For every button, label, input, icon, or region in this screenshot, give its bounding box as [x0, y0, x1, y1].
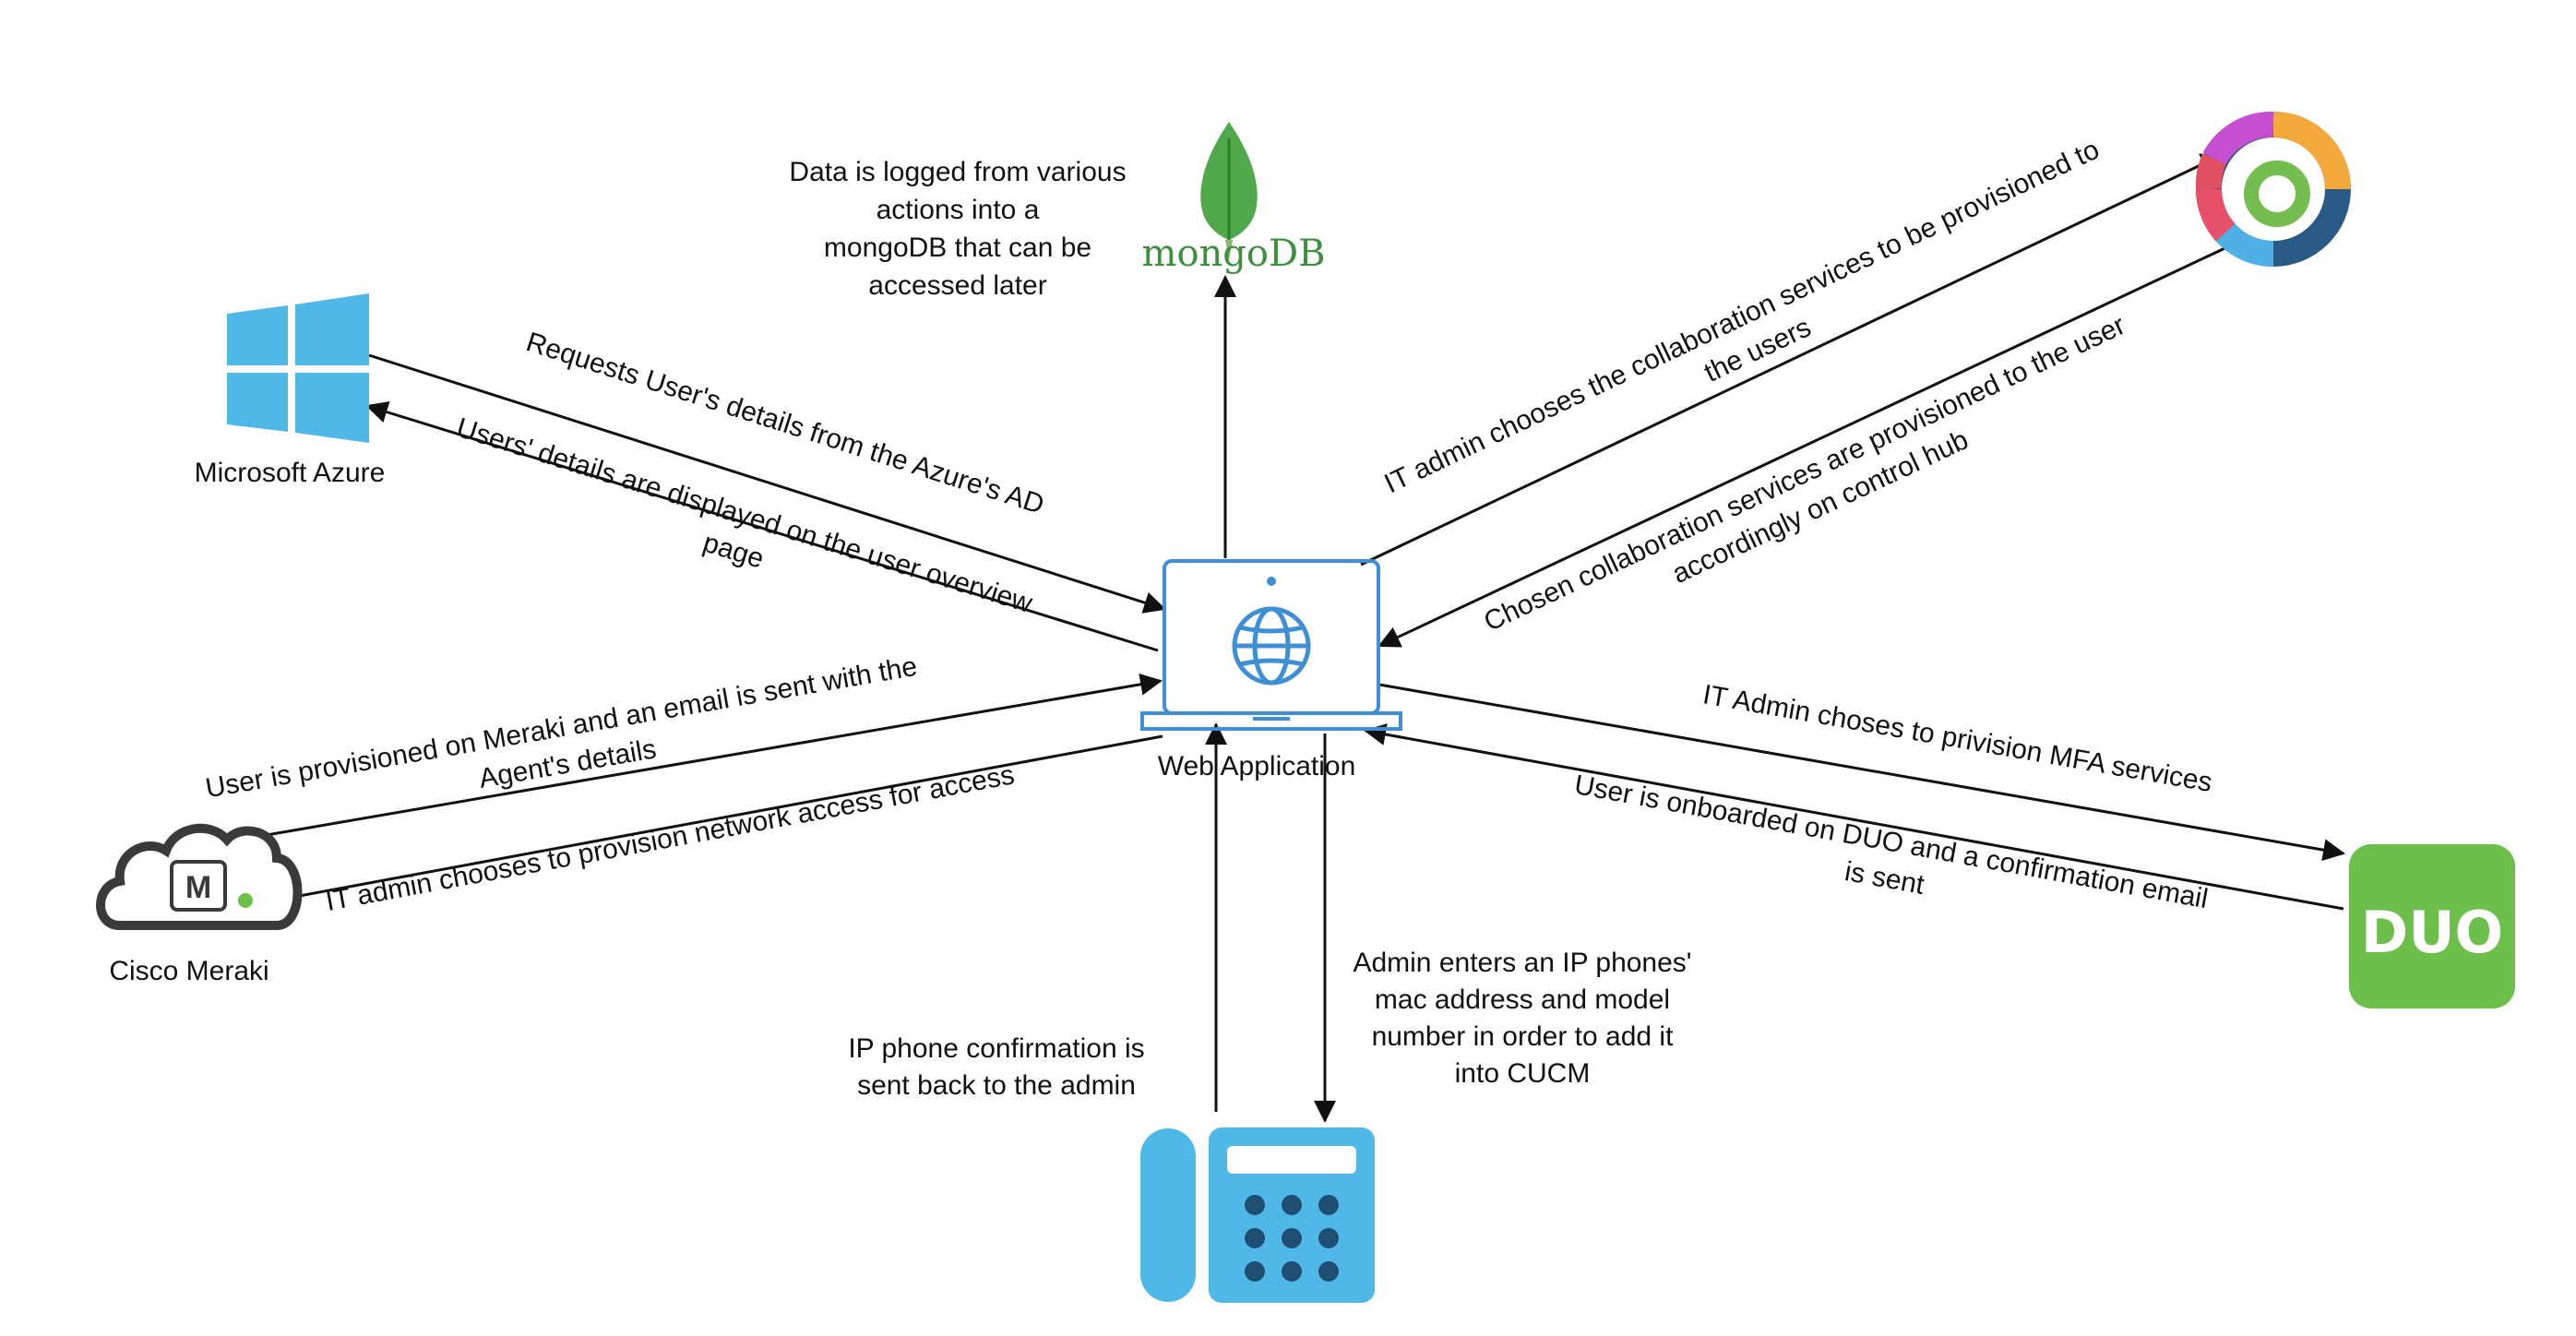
edge-label-webapp-to-phone: Admin enters an IP phones' mac address a…: [1353, 948, 1691, 1089]
edge-label-azure-to-webapp: Users' details are displayed on the user…: [453, 412, 1036, 619]
azure-label: Microsoft Azure: [195, 458, 386, 488]
windows-logo-icon: [227, 293, 369, 443]
edge-label-line: User is provisioned on Meraki and an ema…: [203, 651, 919, 805]
meraki-node: M Cisco Meraki: [96, 823, 303, 986]
duo-logo-text: DUO: [2361, 899, 2504, 966]
azure-node: Microsoft Azure: [195, 293, 386, 488]
edge-label-line: IT admin chooses to provision network ac…: [324, 759, 1017, 917]
edge-label-line: Admin enters an IP phones': [1353, 948, 1691, 978]
edge-label-webapp-to-azure: Requests User's details from the Azure's…: [522, 327, 1047, 520]
edge-label-line: is sent: [1843, 856, 1927, 901]
edge-label-webex-to-webapp: Chosen collaboration services are provis…: [1479, 310, 2129, 638]
mongodb-note-line: accessed later: [868, 270, 1046, 301]
edge-label-line: Users' details are displayed on the user…: [453, 412, 1036, 619]
edge-label-phone-to-webapp: IP phone confirmation is sent back to th…: [848, 1033, 1144, 1101]
edge-label-line: Chosen collaboration services are provis…: [1479, 310, 2129, 638]
webex-logo-icon: [2195, 111, 2351, 268]
connectors: [239, 153, 2345, 1123]
edge-label-webapp-to-meraki: IT admin chooses to provision network ac…: [324, 759, 1017, 917]
edge-labels: Requests User's details from the Azure's…: [203, 135, 2214, 1101]
mongodb-note-line: Data is logged from various: [789, 157, 1126, 187]
webex-inner-green: [2244, 161, 2310, 227]
edge-line-webex-to-webapp: [1377, 243, 2234, 648]
mongodb-note-line: mongoDB that can be: [824, 233, 1091, 263]
webex-node: [2195, 111, 2351, 268]
mongodb-node: mongoDB Data is logged from various acti…: [789, 122, 1325, 301]
webapp-node: Web Application: [1140, 559, 1402, 781]
duo-node: DUO: [2349, 844, 2515, 1008]
mongodb-leaf-icon: [1200, 122, 1258, 260]
edge-label-line: Requests User's details from the Azure's…: [522, 327, 1047, 520]
mongodb-note: Data is logged from various actions into…: [789, 157, 1126, 301]
edge-line-duo-to-webapp: [1364, 723, 2344, 911]
edge-label-line: mac address and model: [1375, 984, 1670, 1015]
edge-line-webapp-to-azure: [368, 353, 1166, 614]
edge-label-line: IP phone confirmation is: [848, 1033, 1144, 1064]
edge-line-azure-to-webapp: [365, 401, 1159, 652]
webapp-label: Web Application: [1158, 751, 1356, 781]
edge-line-webapp-to-meraki: [268, 734, 1163, 909]
meraki-status-dot: [238, 893, 253, 908]
meraki-badge-letter: M: [185, 870, 211, 905]
edge-label-line: IT Admin choses to privision MFA service…: [1700, 679, 2214, 798]
meraki-badge-box: [170, 860, 227, 912]
ip-phone-icon: [1140, 1127, 1375, 1303]
laptop-globe-icon: [1140, 559, 1402, 731]
duo-logo-icon: [2349, 844, 2515, 1008]
edge-line-meraki-to-webapp: [239, 673, 1163, 841]
meraki-label: Cisco Meraki: [109, 956, 268, 986]
edge-label-line: sent back to the admin: [857, 1070, 1136, 1101]
edge-line-webapp-to-webex: [1360, 153, 2224, 567]
edge-label-line: number in order to add it: [1372, 1021, 1675, 1052]
phone-node: [1140, 1127, 1375, 1303]
edge-line-webapp-to-duo: [1378, 683, 2345, 862]
mongodb-note-line: actions into a: [877, 195, 1040, 225]
mongodb-logo-text: mongoDB: [1142, 233, 1326, 275]
edge-label-duo-to-webapp: User is onboarded on DUO and a confirmat…: [1572, 769, 2211, 914]
edge-label-line: into CUCM: [1455, 1058, 1591, 1089]
edge-label-webapp-to-duo: IT Admin choses to privision MFA service…: [1700, 679, 2214, 798]
edge-label-line: IT admin chooses the collaboration servi…: [1379, 135, 2104, 500]
